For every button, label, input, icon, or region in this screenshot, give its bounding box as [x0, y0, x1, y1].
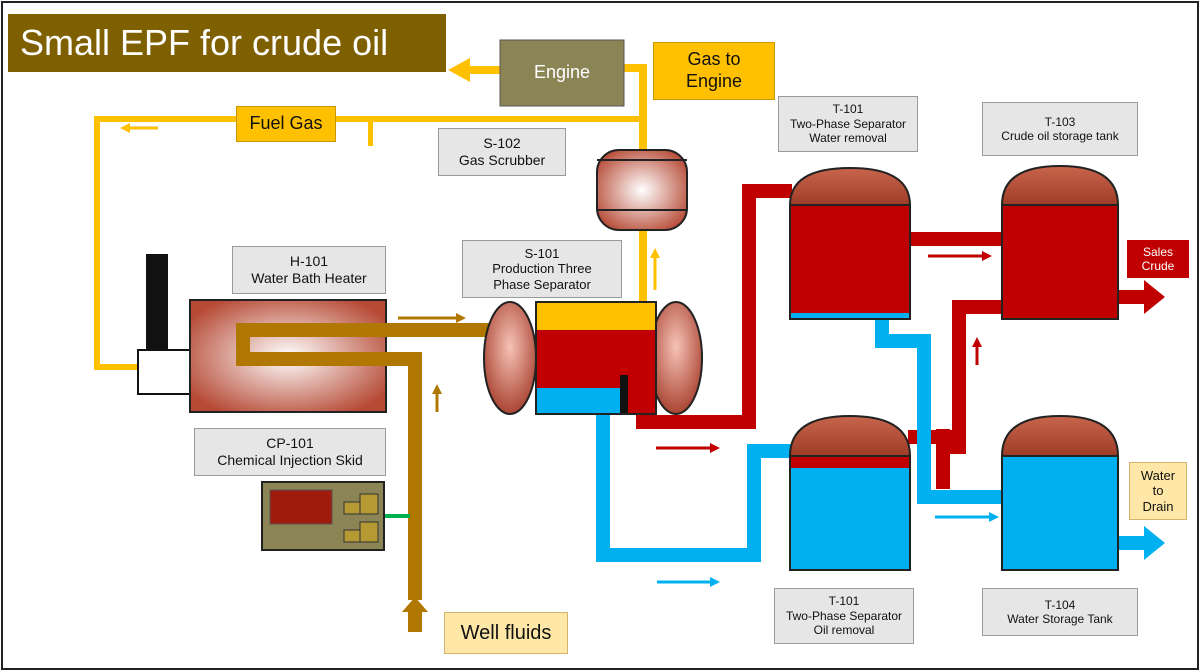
water-to-drain-line-3: Drain	[1142, 498, 1174, 514]
water-lines	[596, 318, 1165, 562]
t101-bottom-label: T-101 Two-Phase Separator Oil removal	[774, 588, 914, 644]
t101-top-desc-1: Two-Phase Separator	[789, 116, 907, 131]
chem-injection-line	[382, 514, 410, 518]
chemical-injection-skid	[261, 481, 385, 551]
t101-top-desc-2: Water removal	[809, 131, 887, 146]
t101-top-tag: T-101	[832, 102, 864, 117]
s101-tag: S-101	[524, 245, 560, 261]
sales-crude-label: Sales Crude	[1127, 240, 1189, 278]
flow-arrows	[120, 123, 999, 587]
h101-desc: Water Bath Heater	[251, 270, 367, 286]
t101-top-label: T-101 Two-Phase Separator Water removal	[778, 96, 918, 152]
engine-label-text: Engine	[533, 62, 591, 83]
gas-to-engine-line-1: Gas to	[687, 49, 741, 70]
sales-crude-line-2: Crude	[1141, 259, 1175, 273]
oil-lines	[636, 184, 1165, 489]
t104-tag: T-104	[1044, 597, 1076, 612]
fuel-gas-label: Fuel Gas	[236, 106, 336, 142]
t101-water-removal-tank	[788, 166, 912, 320]
water-to-drain-label: Water to Drain	[1129, 462, 1187, 520]
t101-bottom-desc-1: Two-Phase Separator	[785, 608, 903, 623]
s102-label: S-102 Gas Scrubber	[438, 128, 566, 176]
three-phase-separator	[483, 301, 703, 415]
t103-label: T-103 Crude oil storage tank	[982, 102, 1138, 156]
t104-desc: Water Storage Tank	[1007, 612, 1113, 626]
sales-crude-line-1: Sales	[1142, 244, 1174, 259]
t103-desc: Crude oil storage tank	[1001, 129, 1119, 143]
diagram-title: Small EPF for crude oil	[8, 14, 446, 72]
engine-label: Engine	[500, 40, 624, 106]
t101-oil-removal-tank	[788, 414, 912, 571]
gas-to-engine-label: Gas to Engine	[653, 42, 775, 100]
t104-label: T-104 Water Storage Tank	[982, 588, 1138, 636]
s101-desc-2: Phase Separator	[493, 276, 591, 292]
s101-desc-1: Production Three	[492, 261, 592, 277]
water-to-drain-line-2: to	[1152, 483, 1164, 499]
h101-tag: H-101	[289, 253, 329, 270]
t101-bottom-tag: T-101	[828, 594, 860, 609]
engine-block	[499, 39, 625, 107]
cp101-label: CP-101 Chemical Injection Skid	[194, 428, 386, 476]
cp101-tag: CP-101	[266, 435, 314, 452]
cp101-desc: Chemical Injection Skid	[217, 452, 363, 468]
well-fluids-label: Well fluids	[444, 612, 568, 654]
t103-crude-storage-tank	[1000, 164, 1120, 320]
diagram-title-text: Small EPF for crude oil	[20, 22, 389, 64]
t104-water-storage-tank	[1000, 414, 1120, 571]
fuel-gas-text: Fuel Gas	[249, 113, 323, 134]
gas-to-engine-line-2: Engine	[685, 71, 743, 91]
well-fluids-text: Well fluids	[460, 622, 552, 644]
t101-bottom-desc-2: Oil removal	[813, 623, 875, 638]
water-to-drain-line-1: Water	[1140, 467, 1176, 483]
gas-scrubber-vessel	[596, 149, 688, 231]
t103-tag: T-103	[1044, 114, 1076, 129]
s101-label: S-101 Production Three Phase Separator	[462, 240, 622, 298]
heater-coil	[236, 323, 388, 366]
s102-desc: Gas Scrubber	[458, 152, 546, 168]
s102-tag: S-102	[483, 135, 521, 152]
h101-label: H-101 Water Bath Heater	[232, 246, 386, 294]
